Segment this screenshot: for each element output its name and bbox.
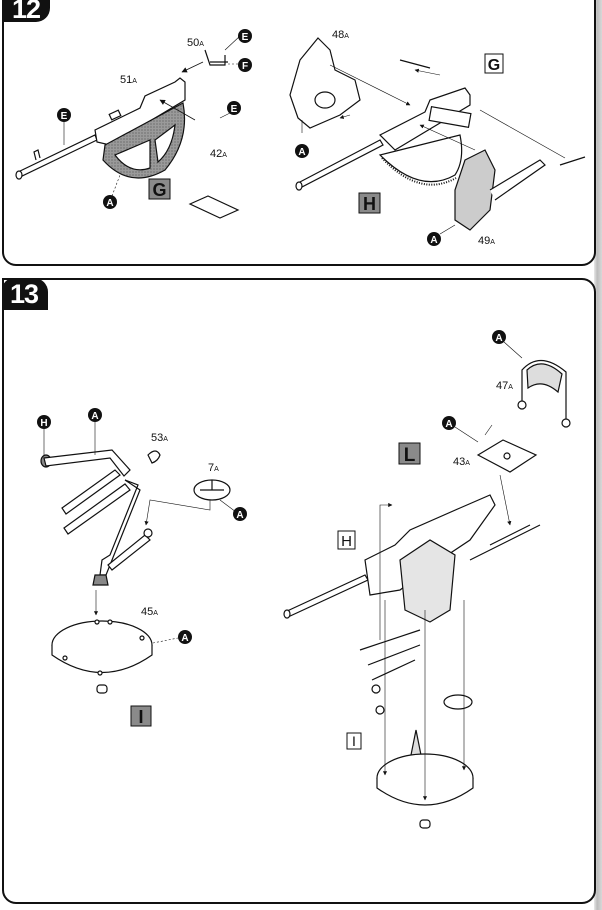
page-edge	[594, 0, 602, 910]
final-assembly	[283, 359, 571, 829]
part-label-45: 45A	[141, 606, 158, 618]
color-callout: E	[224, 29, 252, 51]
svg-text:H: H	[40, 418, 47, 429]
assembly-label-g: G	[148, 178, 171, 200]
assembly-label-h: H	[358, 192, 381, 214]
reference-label-h: H	[337, 530, 356, 550]
color-callout: A	[219, 499, 247, 521]
part-label-48: 48A	[332, 29, 349, 41]
part-label-7: 7A	[208, 462, 219, 474]
svg-text:E: E	[231, 104, 238, 115]
assembly-label-i: I	[130, 705, 152, 727]
svg-text:I: I	[352, 733, 356, 749]
svg-text:A: A	[106, 198, 113, 209]
color-callout: A	[88, 408, 102, 455]
part-label-49: 49A	[478, 235, 495, 247]
color-callout: A	[492, 330, 523, 359]
part-50-clip	[204, 49, 228, 66]
part-label-53: 53A	[151, 432, 168, 444]
color-callout: A	[442, 416, 479, 443]
color-callout: A	[295, 120, 309, 158]
svg-text:H: H	[341, 533, 352, 550]
svg-text:A: A	[495, 333, 502, 344]
part-label-51: 51A	[120, 74, 137, 86]
svg-text:L: L	[404, 445, 416, 466]
svg-text:A: A	[236, 510, 243, 521]
color-callout: F	[228, 58, 252, 72]
assembly-label-l: L	[398, 442, 421, 466]
svg-text:E: E	[61, 111, 68, 122]
step-number: 13	[2, 278, 49, 310]
step-13-panel: 13	[2, 278, 596, 904]
color-callout: A	[152, 630, 192, 644]
step-number: 12	[4, 0, 51, 23]
svg-text:A: A	[430, 235, 437, 246]
svg-text:G: G	[152, 180, 166, 200]
svg-text:A: A	[298, 147, 305, 158]
svg-text:F: F	[242, 61, 248, 72]
part-label-42: 42A	[210, 148, 227, 160]
mount-sub-assembly-h	[289, 37, 586, 231]
svg-text:H: H	[363, 194, 376, 214]
traverse-sub-assembly-i	[40, 449, 231, 694]
part-label-50: 50A	[187, 37, 204, 49]
reference-label-i: I	[346, 732, 362, 750]
reference-label-g: G	[484, 53, 504, 74]
color-callout: A	[103, 174, 121, 209]
svg-text:A: A	[91, 411, 98, 422]
color-callout: A	[427, 224, 456, 246]
part-label-47: 47A	[496, 380, 513, 392]
svg-text:G: G	[488, 57, 500, 74]
part-label-43: 43A	[453, 456, 470, 468]
color-callout: E	[219, 101, 241, 119]
svg-text:I: I	[138, 707, 143, 727]
svg-text:A: A	[445, 419, 452, 430]
svg-text:A: A	[181, 633, 188, 644]
gun-sub-assembly-g	[15, 77, 186, 180]
color-callout: E	[57, 108, 71, 145]
svg-text:E: E	[242, 32, 249, 43]
part-42-plate	[188, 195, 240, 219]
color-callout: H	[37, 415, 51, 455]
